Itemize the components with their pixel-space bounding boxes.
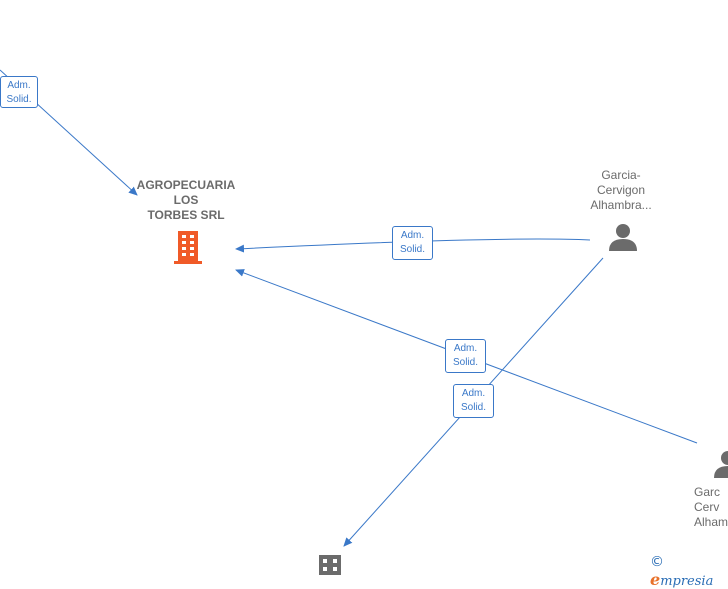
edge-label-line1: Adm. — [461, 388, 486, 399]
empresia-watermark: © empresia — [650, 554, 728, 589]
brand-initial: e — [650, 570, 661, 589]
edge-label-adm-solid[interactable]: Adm. Solid. — [453, 384, 494, 418]
person-name-2[interactable]: Garc Cerv Alham — [694, 485, 728, 530]
edge-label-line2: Solid. — [399, 244, 425, 255]
edge-label-adm-solid[interactable]: Adm. Solid. — [392, 226, 433, 260]
building-icon[interactable] — [172, 229, 204, 265]
edge-label-adm-solid[interactable]: Adm. Solid. — [445, 339, 486, 373]
person-name-text: Garcia- Cervigon Alhambra... — [590, 168, 652, 212]
edge-label-line2: Solid. — [460, 402, 486, 413]
building-icon[interactable] — [317, 555, 343, 575]
person-name-text: Garc Cerv Alham — [694, 485, 728, 529]
brand-name: mpresia — [660, 574, 714, 589]
edge-label-line1: Adm. — [7, 80, 31, 91]
person-name-1[interactable]: Garcia- Cervigon Alhambra... — [576, 168, 666, 213]
edge-line-person1-main — [235, 238, 591, 253]
edge-label-line2: Solid. — [452, 357, 478, 368]
relationship-graph — [0, 69, 698, 547]
edge-label-adm-solid[interactable]: Adm. Solid. — [0, 76, 38, 108]
person-icon[interactable] — [608, 223, 638, 251]
person-icon[interactable] — [713, 450, 728, 478]
edge-label-line1: Adm. — [453, 343, 478, 354]
company-name-text: AGROPECUARIA LOS TORBES SRL — [136, 178, 236, 222]
edge-label-line1: Adm. — [400, 230, 425, 241]
edge-label-line2: Solid. — [6, 94, 32, 105]
company-name-main[interactable]: AGROPECUARIA LOS TORBES SRL — [128, 178, 244, 223]
copyright-symbol: © — [650, 554, 664, 570]
